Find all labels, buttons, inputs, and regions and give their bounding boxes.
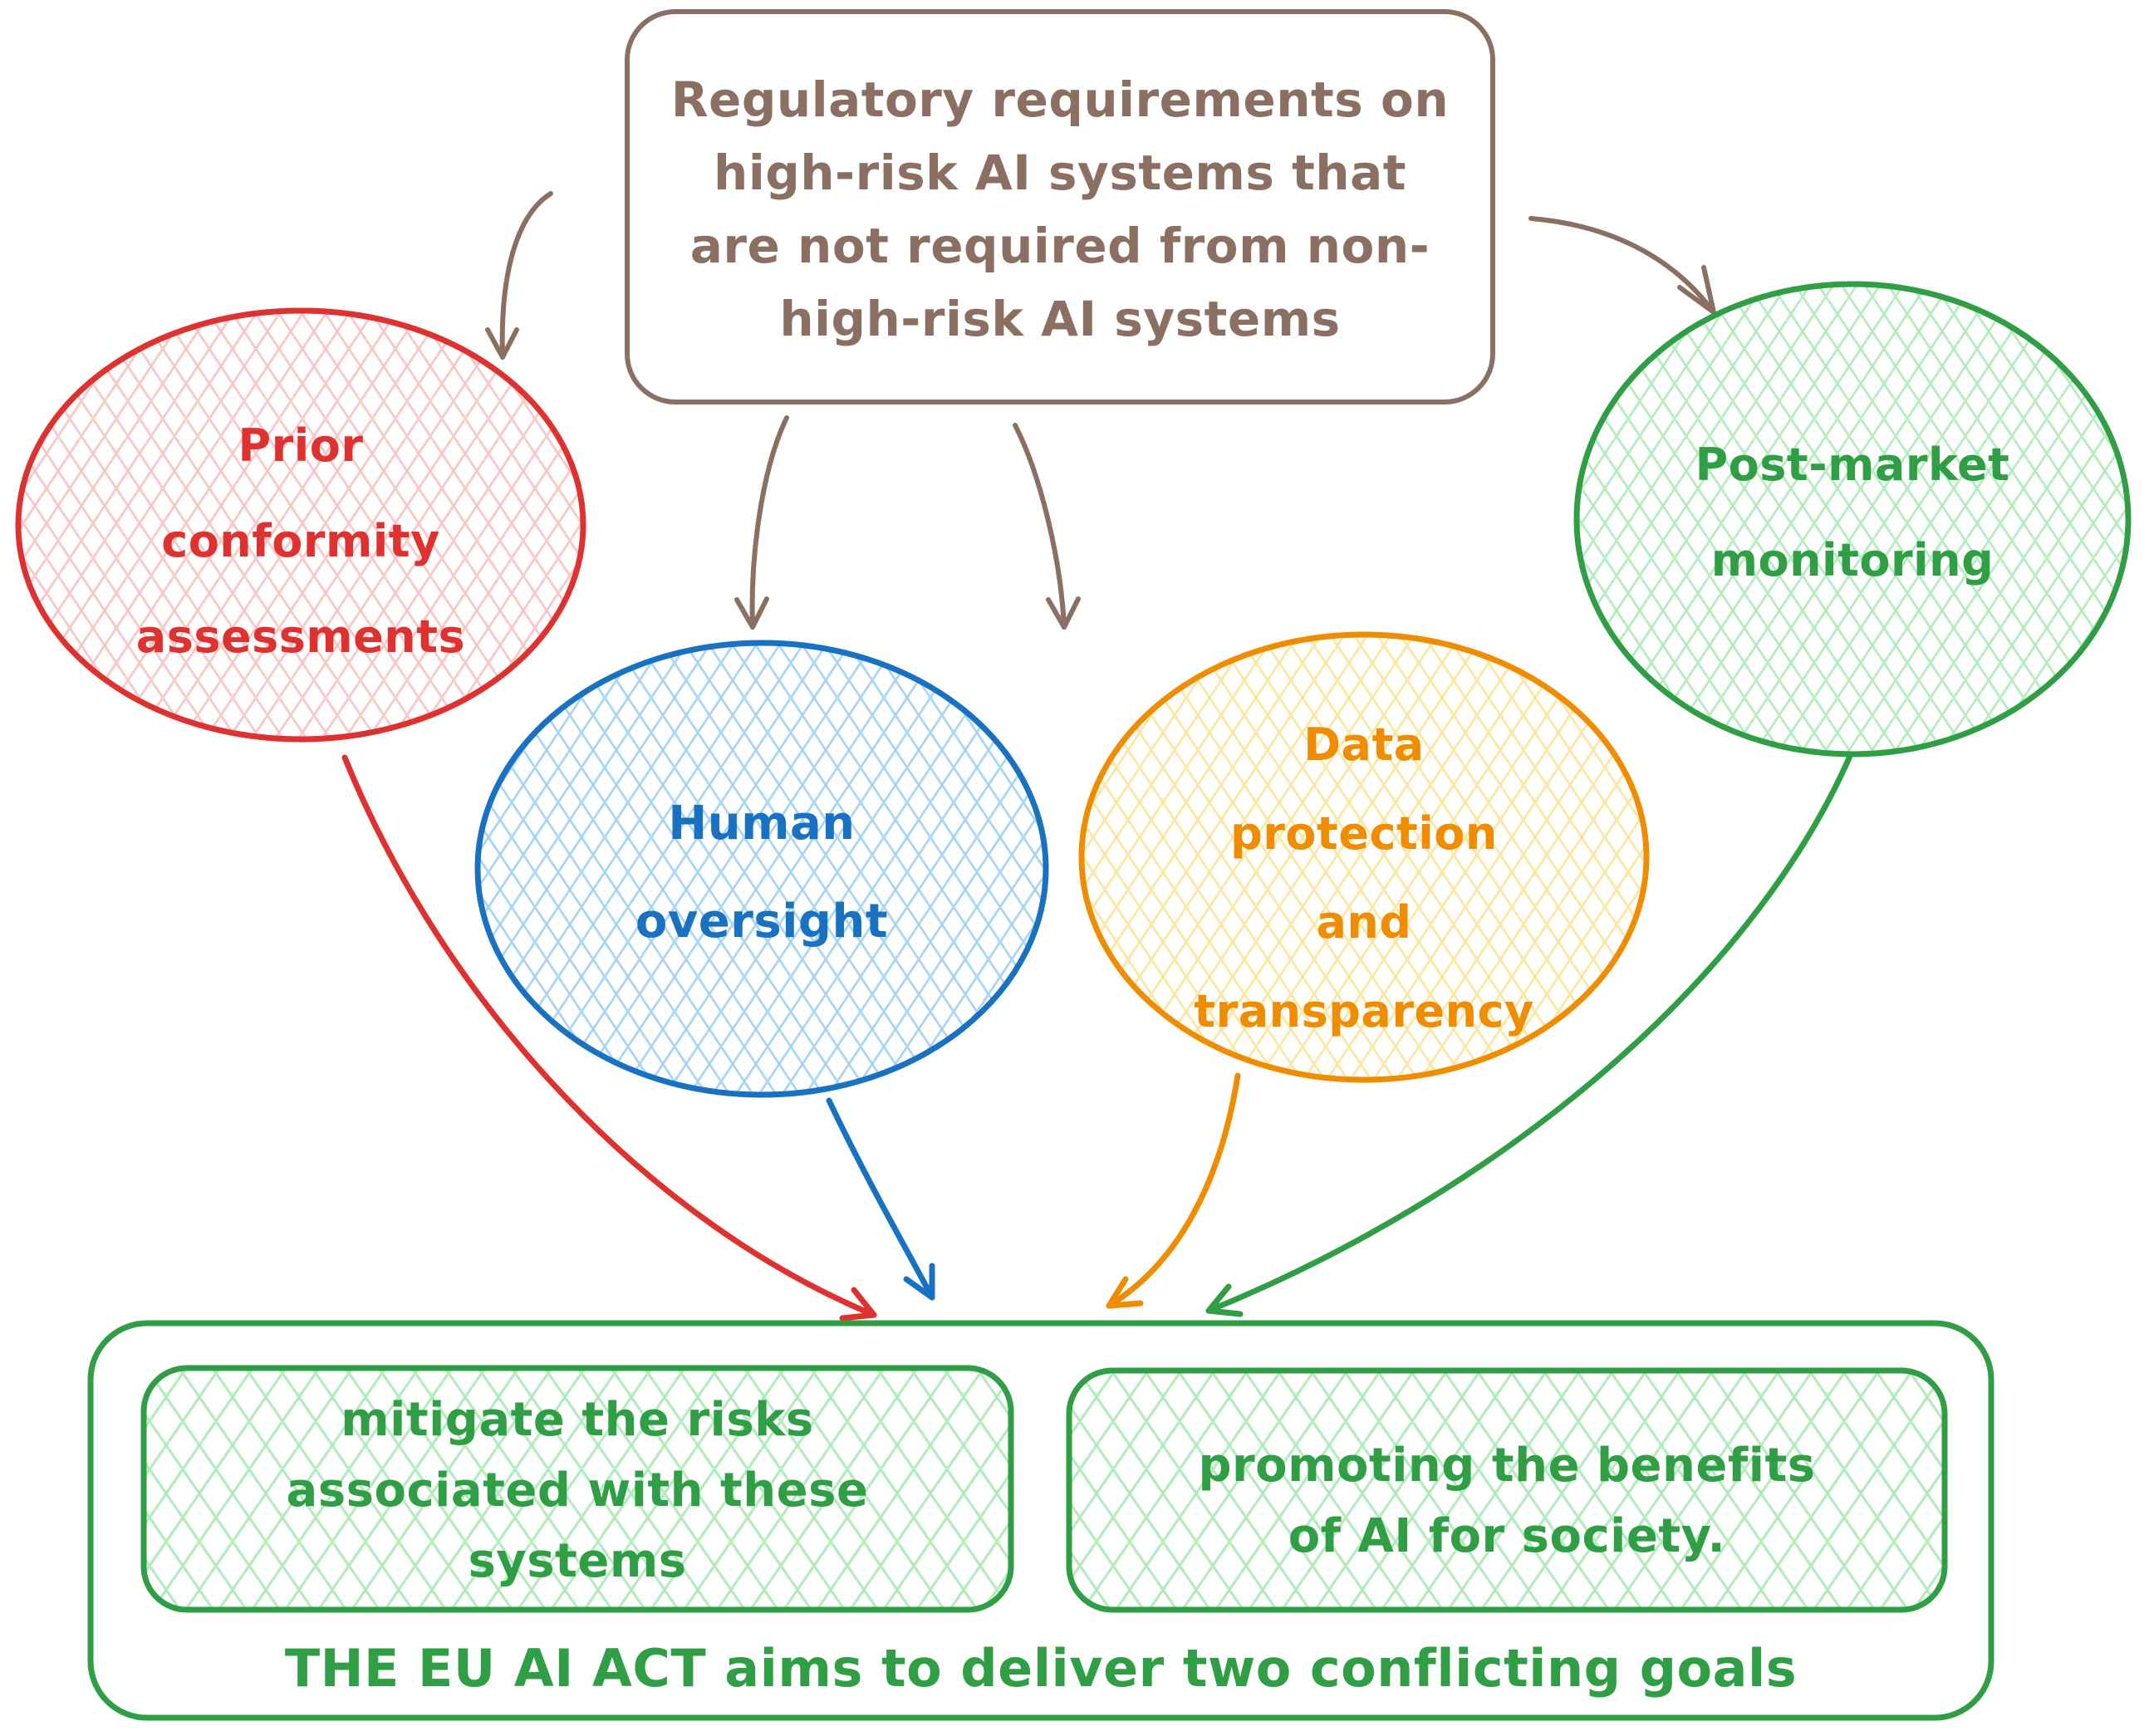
promote-benefits-box	[1066, 1367, 1948, 1613]
arrow-post-market-to-goals	[1205, 751, 1854, 1317]
prior-conformity-ellipse	[15, 307, 586, 743]
data-protection-label-line-3: and	[1316, 896, 1411, 949]
data-protection-label-line-1: Data	[1303, 718, 1425, 771]
eu-ai-act-caption: THE EU AI ACT aims to deliver two confli…	[285, 1638, 1797, 1699]
data-protection-ellipse	[1078, 631, 1650, 1083]
arrow-top-to-human-oversight	[734, 415, 789, 630]
data-protection-label-line-2: protection	[1230, 807, 1498, 860]
post-market-label-line-2: monitoring	[1711, 534, 1994, 586]
human-oversight-ellipse	[474, 640, 1049, 1098]
mitigate-risks-line-2: associated with these	[287, 1464, 869, 1518]
top-requirements-box	[625, 9, 1495, 405]
promote-benefits-line-1: promoting the benefits	[1198, 1439, 1815, 1493]
top-requirements-line-2: high-risk AI systems that	[714, 145, 1406, 201]
mitigate-risks-line-1: mitigate the risks	[341, 1393, 813, 1447]
arrow-top-to-data-protection	[1013, 423, 1081, 630]
data-protection-label-line-4: transparency	[1194, 985, 1533, 1037]
top-requirements-line-3: are not required from non-	[690, 218, 1430, 274]
arrow-prior-conformity-to-goals	[341, 754, 877, 1322]
top-requirements-line-1: Regulatory requirements on	[671, 71, 1449, 128]
promote-benefits-line-2: of AI for society.	[1288, 1509, 1726, 1563]
prior-conformity-label-line-1: Prior	[238, 419, 364, 472]
human-oversight-label-line-1: Human	[668, 797, 855, 851]
arrow-top-to-post-market	[1528, 216, 1716, 315]
post-market-ellipse	[1573, 281, 2132, 758]
top-requirements-line-4: high-risk AI systems	[779, 291, 1340, 347]
prior-conformity-label-line-2: conformity	[161, 515, 440, 567]
mitigate-risks-line-3: systems	[468, 1534, 686, 1588]
mitigate-risks-box	[140, 1365, 1014, 1613]
arrow-human-oversight-to-goals	[826, 1097, 935, 1301]
human-oversight-label-line-2: oversight	[635, 895, 888, 949]
arrow-top-to-prior-conformity	[485, 191, 553, 360]
post-market-label-line-1: Post-market	[1695, 439, 2010, 491]
prior-conformity-label-line-3: assessments	[136, 611, 465, 663]
arrow-data-protection-to-goals	[1106, 1072, 1241, 1309]
